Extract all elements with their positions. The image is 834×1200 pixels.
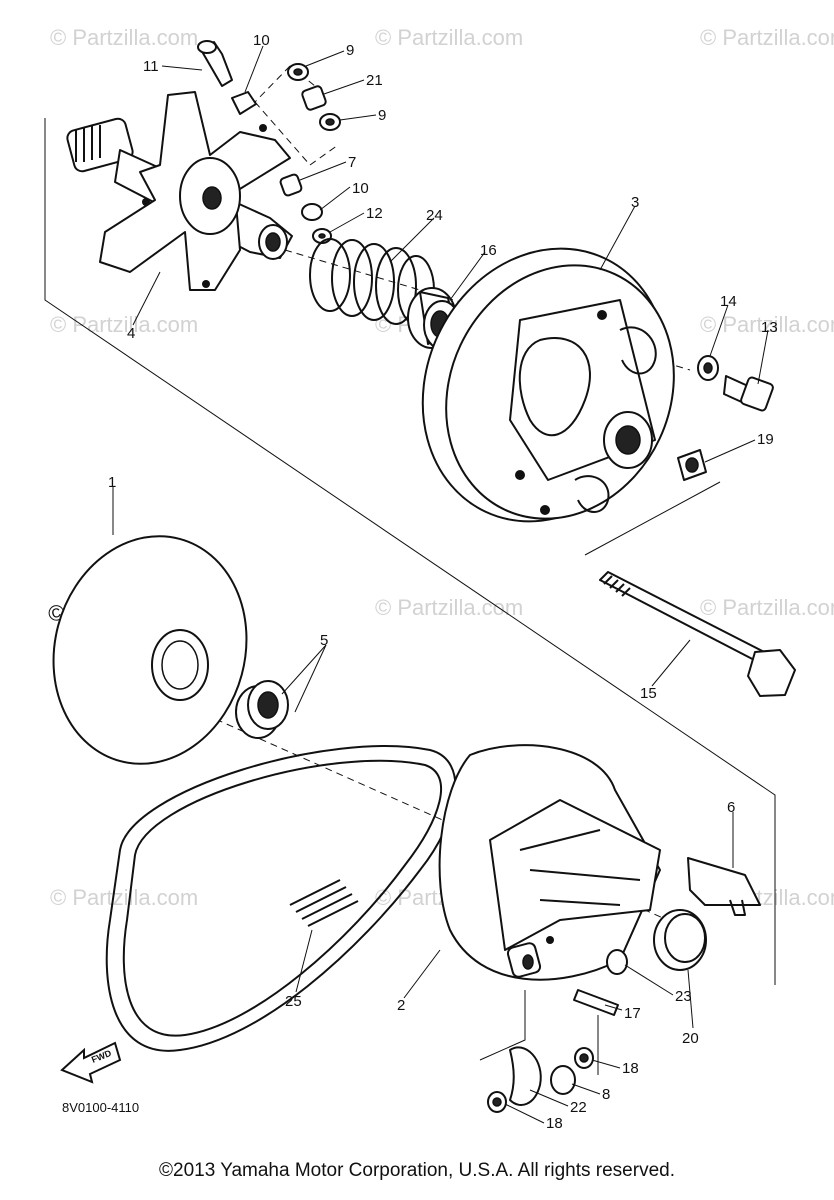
part-movable-sheave: [438, 744, 661, 981]
callout-17: 17: [624, 1005, 641, 1022]
fwd-arrow-icon: FWD: [60, 1041, 122, 1084]
callout-1: 1: [108, 474, 116, 491]
callout-8: 8: [602, 1086, 610, 1103]
copyright-notice: ©2013 Yamaha Motor Corporation, U.S.A. A…: [159, 1160, 675, 1181]
part-spider-shaft: [66, 91, 293, 291]
callout-18: 18: [546, 1115, 563, 1132]
callout-leaders: [112, 45, 769, 1124]
callout-24: 24: [426, 207, 443, 224]
callout-10: 10: [253, 32, 270, 49]
callout-7: 7: [348, 154, 356, 171]
callout-5: 5: [320, 632, 328, 649]
watermark: © Partzilla.com: [50, 25, 198, 50]
callout-9: 9: [378, 107, 386, 124]
part-collar: [235, 680, 289, 739]
cover-hardware: [677, 355, 774, 481]
part-cover: [421, 247, 675, 523]
diagram-code: 8V0100-4110: [62, 1100, 139, 1115]
callout-15: 15: [640, 685, 657, 702]
part-weight-hardware: [479, 949, 628, 1113]
callout-25: 25: [285, 993, 302, 1010]
callout-11: 11: [143, 58, 159, 75]
callout-4: 4: [127, 325, 135, 342]
watermark: © Partzilla.com: [375, 595, 523, 620]
watermark: © Partzilla.com: [700, 595, 834, 620]
part-drive-belt: [105, 745, 457, 1052]
watermark: © Partzilla.com: [50, 312, 198, 337]
callout-16: 16: [480, 242, 497, 259]
watermark: © Partzilla.com: [700, 25, 834, 50]
callout-9: 9: [346, 42, 354, 59]
watermark: © Partzilla.com: [375, 25, 523, 50]
part-fixed-sheave: [52, 535, 248, 765]
part-slider-collar: [653, 857, 761, 971]
callout-14: 14: [720, 293, 737, 310]
small-hardware-top: [197, 40, 341, 244]
callout-22: 22: [570, 1099, 587, 1116]
callout-2: 2: [397, 997, 405, 1014]
watermark: © Partzilla.com: [50, 885, 198, 910]
callout-3: 3: [631, 194, 639, 211]
callout-13: 13: [761, 319, 778, 336]
callout-19: 19: [757, 431, 774, 448]
callout-6: 6: [727, 799, 735, 816]
callout-23: 23: [675, 988, 692, 1005]
part-long-bolt: [599, 571, 796, 697]
callout-12: 12: [366, 205, 383, 222]
callout-20: 20: [682, 1030, 699, 1047]
callout-labels: 11 10 9 21 9 7 10 12 24 16 3 4 14 13 19 …: [108, 32, 778, 1132]
callout-18: 18: [622, 1060, 639, 1077]
callout-10: 10: [352, 180, 369, 197]
callout-21: 21: [366, 72, 383, 89]
